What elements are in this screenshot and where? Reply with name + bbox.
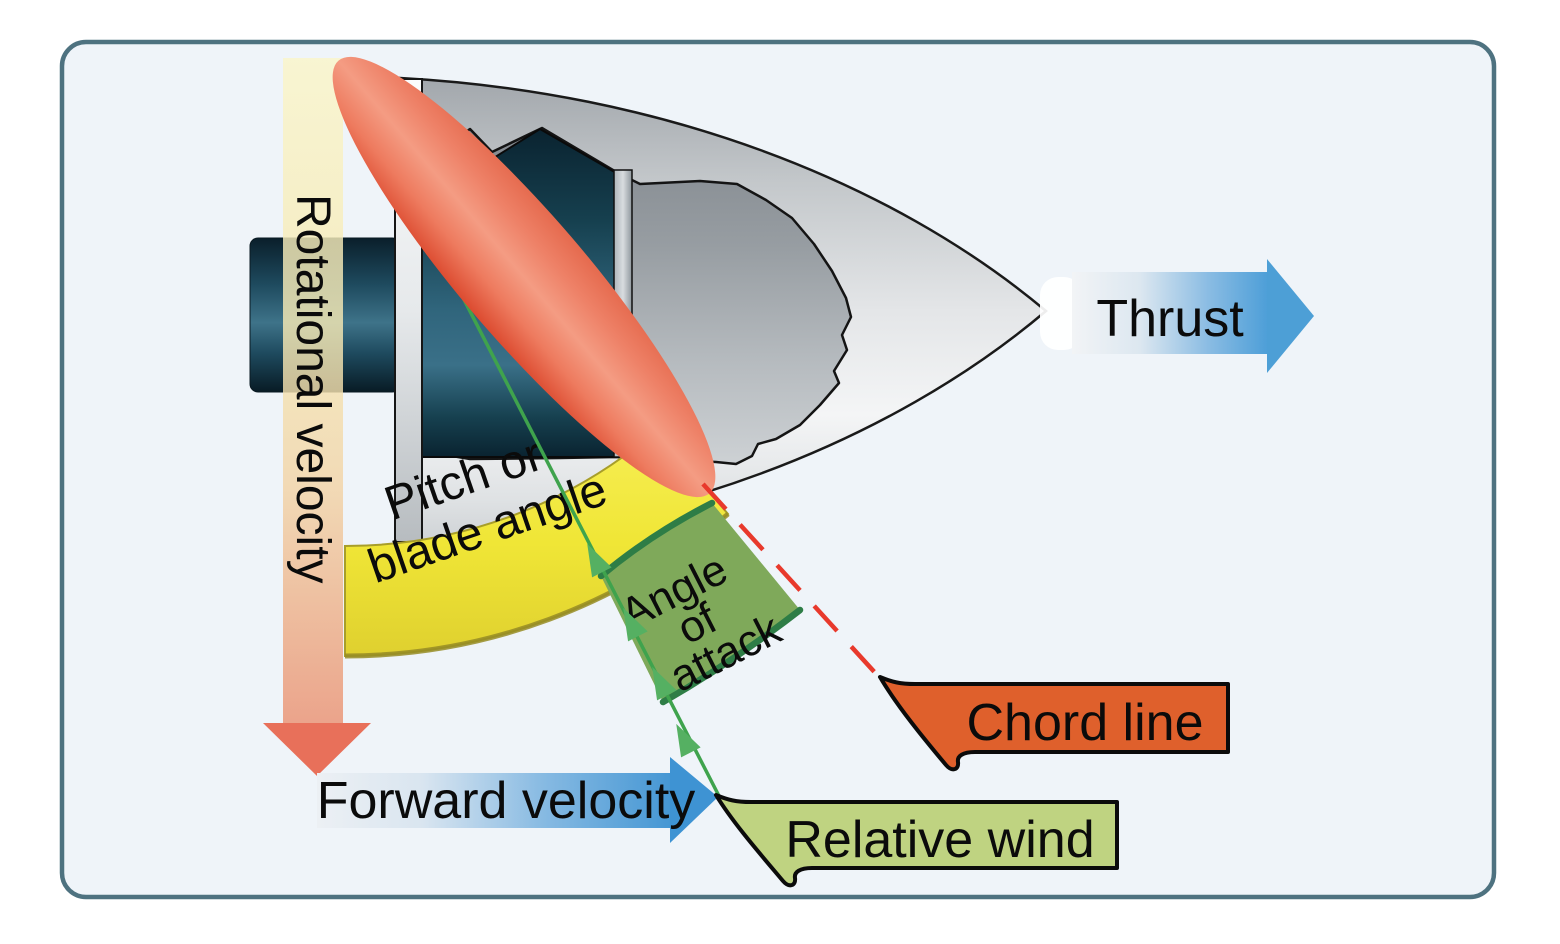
wind-arrowhead-icon [652, 666, 677, 701]
propeller-blade [332, 56, 716, 498]
thrust-arrowhead-icon [1267, 259, 1314, 373]
wind-arrowhead-icon [676, 723, 701, 758]
thrust-arrow: Thrust [1040, 259, 1314, 373]
wind-arrowhead-icon [623, 607, 648, 642]
pitch-angle-band: Pitch or blade angle [344, 428, 730, 659]
chord-line-dashed [701, 482, 881, 679]
rotational-velocity-band [283, 58, 343, 723]
forward-velocity-arrowhead-icon [670, 757, 718, 843]
thrust-label: Thrust [1096, 290, 1244, 348]
rotational-velocity-arrow: Rotational velocity [263, 58, 371, 776]
angle-of-attack-bottom-edge [659, 606, 804, 706]
wind-arrowhead-icon [587, 543, 612, 578]
rotational-velocity-arrowhead-icon [263, 723, 371, 776]
chord-line-callout: Chord line [878, 675, 1230, 772]
rotational-velocity-label: Rotational velocity [286, 194, 339, 584]
angle-of-attack-top-edge [597, 499, 716, 580]
chord-line-label: Chord line [966, 694, 1203, 752]
relative-wind-callout-shape [714, 793, 1119, 888]
forward-velocity-body [317, 773, 670, 828]
thrust-body [1072, 272, 1267, 354]
forward-velocity-arrow: Forward velocity [317, 757, 718, 843]
angle-of-attack-fill [601, 503, 800, 702]
thrust-arrow-neck [1040, 277, 1082, 350]
forward-velocity-label: Forward velocity [317, 772, 696, 830]
relative-wind-label: Relative wind [785, 811, 1094, 869]
chord-line-callout-shape [878, 675, 1230, 772]
relative-wind-callout: Relative wind [714, 793, 1119, 888]
